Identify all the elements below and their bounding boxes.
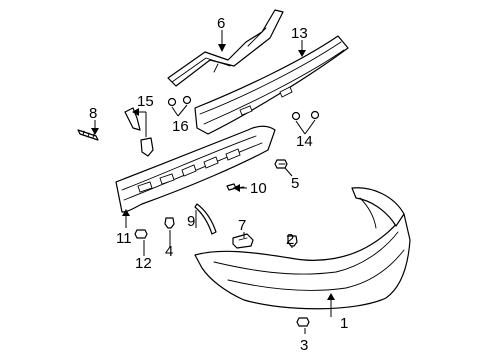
part-7-bracket [232,233,254,249]
callout-8: 8 [89,105,97,122]
part-16-clips [167,95,192,107]
callout-9: 9 [187,213,195,230]
callout-10: 10 [250,180,267,197]
callout-labels: 6 13 8 15 16 14 5 10 9 7 2 11 4 12 1 3 [89,15,348,354]
callout-2: 2 [286,231,294,248]
part-11-energy-absorber [115,125,276,213]
part-9-retainer-strip [194,203,217,235]
callout-12: 12 [135,255,152,272]
part-5-bolt [274,159,288,169]
callout-6: 6 [217,15,225,32]
leader-lines [91,30,335,334]
part-4-fastener [164,217,175,229]
callout-15: 15 [137,93,154,110]
callout-3: 3 [300,337,308,354]
callout-14: 14 [296,133,313,150]
part-14-clips [291,110,320,121]
part-2-clip [287,235,298,247]
part-15-upper-bracket [124,107,141,131]
callout-4: 4 [165,243,173,260]
part-6-reinforcement-bracket [167,9,284,87]
part-1-bumper-cover [194,187,411,310]
part-3-clip [296,317,310,327]
callout-5: 5 [291,175,299,192]
part-13-impact-bar [194,35,349,135]
part-8-screw [77,129,99,141]
part-12-fastener [134,229,148,239]
part-15-lower-bracket [140,137,154,157]
callout-11: 11 [116,230,132,247]
callout-13: 13 [291,25,308,42]
callout-1: 1 [340,315,348,332]
callout-16: 16 [172,118,189,135]
callout-7: 7 [238,217,246,234]
